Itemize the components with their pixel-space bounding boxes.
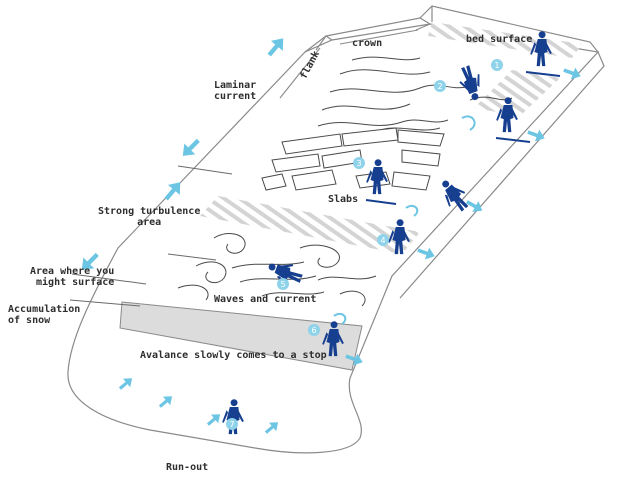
step-number-7: 7 bbox=[229, 420, 234, 429]
snow-slabs bbox=[261, 127, 445, 191]
label-strong-turbulence: Strong turbulence area bbox=[98, 206, 200, 228]
step-badge-1 bbox=[491, 59, 503, 71]
skis bbox=[365, 71, 561, 205]
step-badge-5 bbox=[277, 278, 289, 290]
step-badges: 1 2 3 4 5 6 7 bbox=[226, 59, 503, 430]
step-badge-7 bbox=[226, 418, 238, 430]
step-badge-4 bbox=[377, 234, 389, 246]
accumulation-band bbox=[119, 301, 363, 371]
step-number-3: 3 bbox=[356, 159, 361, 168]
turbulence-swirls bbox=[177, 233, 377, 307]
label-laminar-current: Laminar current bbox=[214, 80, 256, 102]
label-accumulation-line-2: of snow bbox=[8, 315, 51, 326]
label-turbulence-line-1: Strong turbulence bbox=[98, 206, 201, 217]
label-waves-current: Waves and current bbox=[214, 294, 317, 305]
label-accumulation-line-1: Accumulation bbox=[8, 304, 81, 315]
step-number-5: 5 bbox=[280, 280, 285, 289]
step-number-2: 2 bbox=[437, 82, 442, 91]
label-slowly-stop: Avalance slowly comes to a stop bbox=[140, 350, 327, 361]
label-might-surface: Area where you might surface bbox=[30, 266, 114, 288]
step-badge-2 bbox=[434, 80, 446, 92]
label-surface-line-2: might surface bbox=[36, 277, 115, 288]
step-badge-3 bbox=[353, 157, 365, 169]
label-slabs: Slabs bbox=[328, 194, 359, 205]
label-turbulence-line-2: area bbox=[137, 217, 162, 228]
label-run-out: Run-out bbox=[166, 462, 209, 473]
leader-lines bbox=[69, 165, 233, 307]
label-crown: crown bbox=[352, 38, 383, 49]
step-badge-6 bbox=[308, 324, 320, 336]
step-number-6: 6 bbox=[311, 326, 316, 335]
step-number-4: 4 bbox=[380, 236, 385, 245]
step-number-1: 1 bbox=[494, 61, 499, 70]
label-laminar-line-2: current bbox=[214, 91, 257, 102]
label-laminar-line-1: Laminar bbox=[214, 80, 257, 91]
rotation-markers bbox=[333, 115, 476, 325]
crown-edge bbox=[279, 23, 431, 99]
label-accumulation: Accumulation of snow bbox=[8, 304, 80, 326]
label-bed-surface: bed surface bbox=[466, 34, 533, 45]
label-surface-line-1: Area where you bbox=[30, 266, 115, 277]
